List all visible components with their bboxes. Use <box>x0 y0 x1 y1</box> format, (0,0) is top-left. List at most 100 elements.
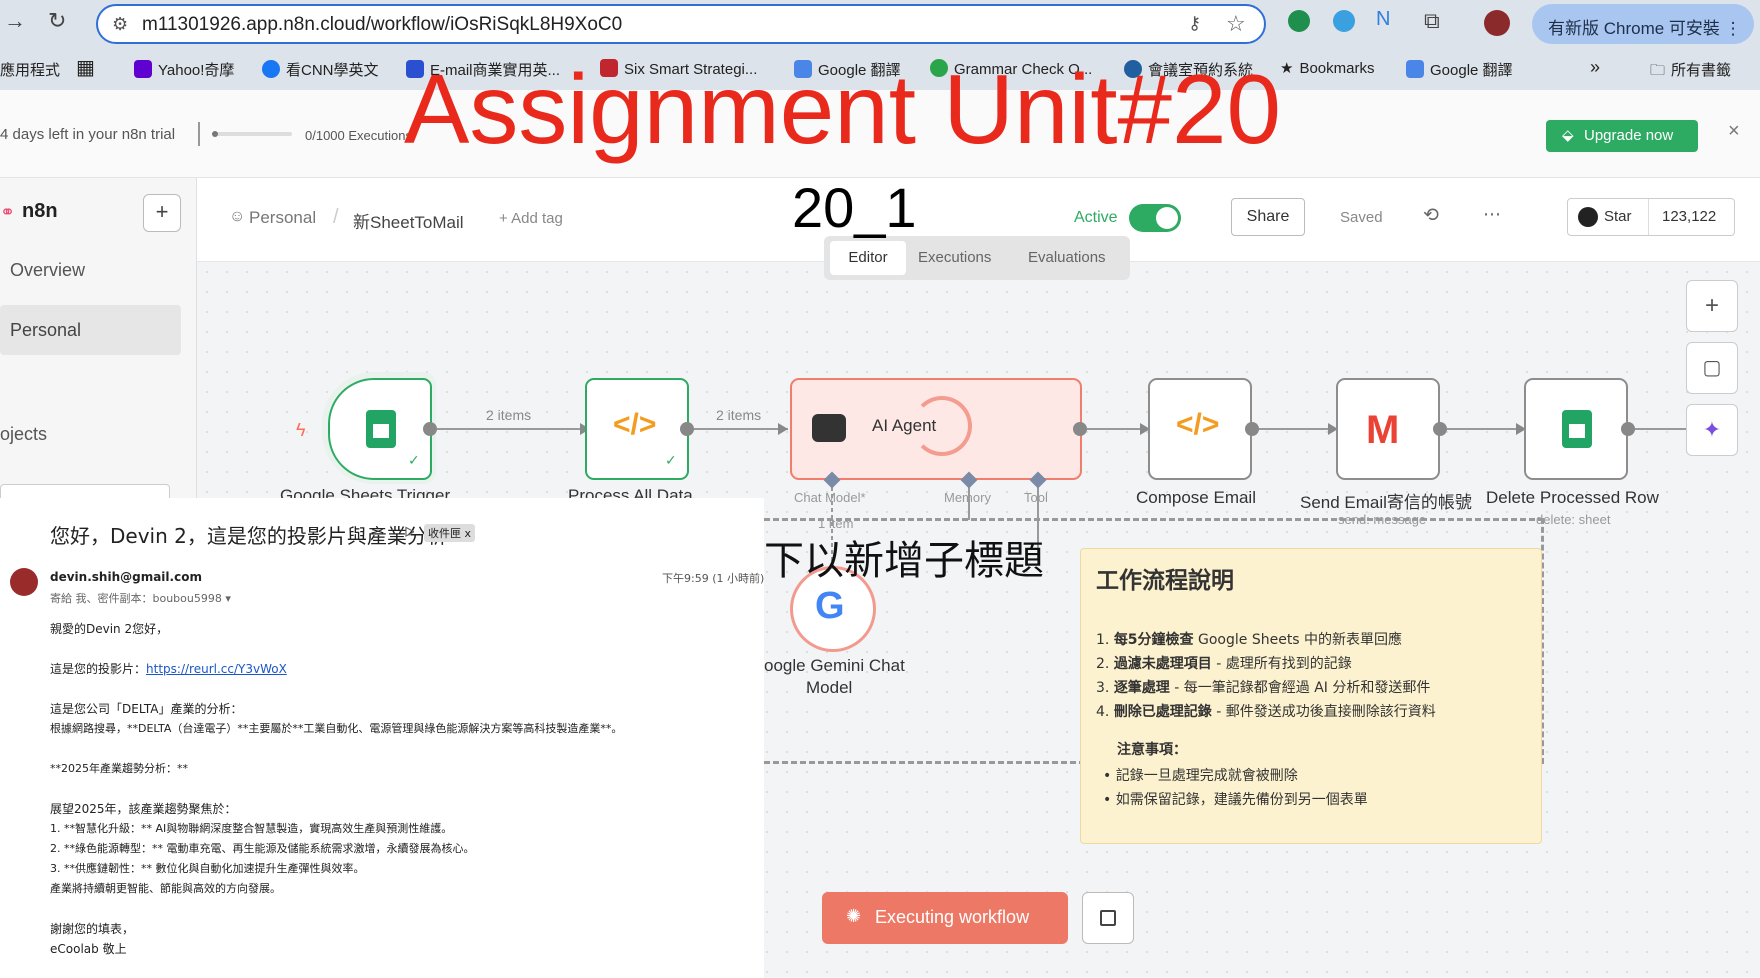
subtitle-note-text: 下以新增子標題 <box>764 538 1044 584</box>
bookmark-apps[interactable]: 應用程式 <box>0 62 61 79</box>
reload-icon[interactable]: ↻ <box>48 8 67 33</box>
step-bold: 每5分鐘檢查 <box>1113 632 1194 648</box>
all-bookmarks[interactable]: 🗀 所有書籤 <box>1650 59 1731 85</box>
sticky-step-3: 3. 逐筆處理 - 每一筆記錄都會經過 AI 分析和發送郵件 <box>1096 680 1431 696</box>
item-count-label: 1 item <box>818 516 854 531</box>
ai-assistant-icon[interactable]: ✦ <box>1686 404 1738 456</box>
bookmark-yahoo[interactable]: Yahoo!奇摩 <box>134 59 234 80</box>
email-line: eCoolab 敬上 <box>50 942 127 956</box>
sticky-step-2: 2. 過濾未處理項目 - 處理所有找到的記錄 <box>1096 656 1352 672</box>
more-bookmarks-icon[interactable]: » <box>1590 57 1601 77</box>
google-sheets-trigger-node[interactable]: ✓ <box>328 378 432 480</box>
facebook-icon <box>262 60 280 78</box>
compose-email-node[interactable]: </> <box>1148 378 1252 480</box>
close-banner-icon[interactable]: × <box>1728 120 1740 142</box>
assignment-subtitle: 20_1 <box>792 176 917 239</box>
sender-avatar <box>10 568 38 596</box>
breadcrumb-owner[interactable]: Personal <box>249 208 317 227</box>
github-star-button[interactable]: Star 123,122 <box>1567 198 1735 236</box>
slides-link[interactable]: https://reurl.cc/Y3vWoX <box>146 662 287 676</box>
bookmark-meeting-room[interactable]: 會議室預約系統 <box>1124 59 1253 80</box>
process-all-data-node[interactable]: </> ✓ <box>585 378 689 480</box>
email-line: 展望2025年，該產業趨勢聚焦於： <box>50 802 237 816</box>
more-options-icon[interactable]: ⋯ <box>1483 204 1501 224</box>
inbox-label-badge[interactable]: 收件匣 x <box>424 524 476 542</box>
code-icon: </> <box>613 408 657 441</box>
executing-workflow-button[interactable]: ✺ Executing workflow <box>822 892 1068 944</box>
bookmark-label: Google 翻譯 <box>1430 62 1513 79</box>
address-bar[interactable]: ⚙ m11301926.app.n8n.cloud/workflow/iOsRi… <box>96 4 1266 44</box>
grid-icon[interactable]: ▦ <box>76 57 95 79</box>
send-email-node[interactable]: M <box>1336 378 1440 480</box>
toggle-knob <box>1156 207 1178 229</box>
history-icon[interactable]: ⟲ <box>1423 205 1439 226</box>
yahoo-icon <box>134 60 152 78</box>
grammar-icon <box>930 59 948 77</box>
tab-executions[interactable]: Executions <box>918 249 992 266</box>
profile-avatar[interactable] <box>1484 10 1510 36</box>
extensions-puzzle-icon[interactable]: ⧉ <box>1424 8 1440 33</box>
sidebar-item-projects[interactable]: ojects <box>0 424 48 444</box>
bookmark-google-translate[interactable]: Google 翻譯 <box>794 59 901 80</box>
upgrade-now-button[interactable]: ⬙ Upgrade now <box>1546 120 1698 152</box>
stop-execution-button[interactable] <box>1082 892 1134 944</box>
output-handle[interactable] <box>423 422 437 436</box>
sticky-note-icon[interactable]: ▢ <box>1686 342 1738 394</box>
folder-icon: 🗀 <box>1650 62 1666 79</box>
port-label-memory: Memory <box>944 490 991 505</box>
view-tabs: Editor Executions Evaluations <box>824 236 1130 280</box>
active-toggle[interactable] <box>1129 204 1181 232</box>
step-rest: Google Sheets 中的新表單回應 <box>1193 632 1403 648</box>
sheet-grid <box>1569 424 1585 438</box>
output-handle[interactable] <box>1621 422 1635 436</box>
bookmark-bookmarks[interactable]: ★Bookmarks <box>1280 59 1374 77</box>
sidebar-item-overview[interactable]: Overview <box>10 260 86 280</box>
sticky-title: 工作流程說明 <box>1096 568 1234 594</box>
edge-items-count: 2 items <box>716 407 762 423</box>
email-line: 根據網路搜尋，**DELTA（台達電子）**主要屬於**工業自動化、電源管理與綠… <box>50 722 623 735</box>
email-line: 產業將持續朝更智能、節能與高效的方向發展。 <box>50 882 281 895</box>
bookmark-google-translate-2[interactable]: Google 翻譯 <box>1406 59 1513 80</box>
extension-g-icon[interactable] <box>1333 10 1355 32</box>
share-button[interactable]: Share <box>1231 198 1305 236</box>
site-settings-icon[interactable]: ⚙ <box>112 14 129 34</box>
key-icon[interactable]: ⚷ <box>1188 13 1202 33</box>
gift-icon: ⬙ <box>1562 127 1574 144</box>
bookmark-cnn[interactable]: 看CNN學英文 <box>262 59 379 80</box>
compose-email-label: Compose Email <box>1136 488 1256 507</box>
output-handle[interactable] <box>1073 422 1087 436</box>
ai-agent-node[interactable]: AI Agent <box>790 378 1082 480</box>
cio-icon <box>600 59 618 77</box>
forward-icon[interactable]: → <box>4 8 26 33</box>
bookmark-grammar-check[interactable]: Grammar Check O... <box>930 59 1092 78</box>
sticky-note[interactable]: 工作流程說明 1. 每5分鐘檢查 Google Sheets 中的新表單回應 2… <box>1080 548 1542 844</box>
translate-icon <box>1406 60 1424 78</box>
running-spinner-icon <box>912 396 972 456</box>
google-sheets-icon <box>1562 410 1592 448</box>
email-subject: 您好，Devin 2，這是您的投影片與產業分析 <box>50 524 447 548</box>
extension-n-icon[interactable]: N <box>1376 8 1391 30</box>
output-handle[interactable] <box>1433 422 1447 436</box>
add-tag-button[interactable]: + Add tag <box>499 210 563 227</box>
all-bookmarks-label: 所有書籤 <box>1671 62 1732 79</box>
sidebar-item-personal[interactable]: Personal <box>0 305 181 355</box>
bookmark-star-icon[interactable]: ☆ <box>1226 11 1246 36</box>
output-handle[interactable] <box>1245 422 1259 436</box>
chrome-update-button[interactable]: 有新版 Chrome 可安裝 ⋮ <box>1532 4 1754 44</box>
add-node-button[interactable]: + <box>1686 280 1738 332</box>
bookmark-cio[interactable]: Six Smart Strategi... <box>600 59 757 78</box>
output-handle[interactable] <box>680 422 694 436</box>
tab-editor[interactable]: Editor <box>830 241 906 275</box>
workflow-name[interactable]: 新SheetToMail <box>353 213 464 232</box>
trial-text: 4 days left in your n8n trial <box>0 126 176 143</box>
tab-evaluations[interactable]: Evaluations <box>1028 249 1106 266</box>
bookmark-email-english[interactable]: E-mail商業實用英... <box>406 59 560 80</box>
delete-processed-row-node[interactable] <box>1524 378 1628 480</box>
note-text: 記錄一旦處理完成就會被刪除 <box>1115 768 1298 784</box>
create-button[interactable]: + <box>143 194 181 232</box>
gemini-chat-model-node[interactable]: G <box>790 566 876 652</box>
recipients[interactable]: 寄給 我、密件副本：boubou5998 ▾ <box>50 592 231 605</box>
step-rest: - 郵件發送成功後直接刪除該行資料 <box>1211 704 1436 720</box>
assignment-title: Assignment Unit#20 <box>404 54 1282 164</box>
grammarly-extension-icon[interactable] <box>1288 10 1310 32</box>
